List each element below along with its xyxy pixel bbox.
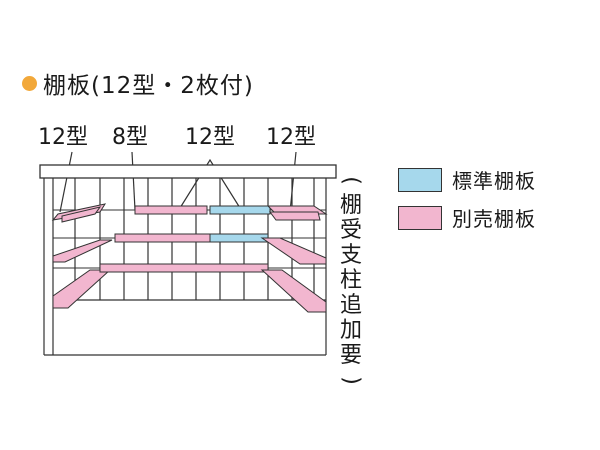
type-label-4: 12型 bbox=[266, 125, 316, 150]
section-title: 棚板(12型・2枚付) bbox=[22, 68, 254, 99]
title-text: 棚板(12型・2枚付) bbox=[43, 73, 254, 99]
shelf-optional bbox=[134, 205, 208, 215]
note-char: 柱 bbox=[339, 268, 362, 293]
shelf-optional bbox=[52, 239, 113, 263]
shelf-optional bbox=[52, 269, 112, 309]
shelf-standard bbox=[209, 233, 269, 243]
shelf-level-middle bbox=[52, 233, 327, 265]
note-char: 受 bbox=[339, 218, 362, 243]
shelf-level-top bbox=[51, 203, 328, 223]
legend-item-optional: 別売棚板 bbox=[398, 203, 536, 232]
legend-item-standard: 標準棚板 bbox=[398, 165, 536, 194]
shelf-level-bottom bbox=[52, 263, 327, 313]
shelf-optional bbox=[99, 263, 269, 273]
shelf-optional bbox=[260, 269, 327, 313]
legend-swatch-standard bbox=[398, 167, 442, 192]
title-bullet-icon bbox=[22, 75, 37, 91]
roof-eave bbox=[39, 164, 337, 179]
shelf-optional bbox=[114, 233, 211, 243]
note-char: 支 bbox=[339, 243, 362, 268]
type-label-1: 12型 bbox=[38, 125, 88, 150]
shelf-optional bbox=[61, 206, 102, 223]
legend-label-optional: 別売棚板 bbox=[452, 207, 536, 231]
note-char: ) bbox=[338, 376, 364, 385]
label-pointer-lines bbox=[59, 151, 297, 213]
shelf-standard bbox=[209, 205, 271, 215]
shelf-optional bbox=[260, 237, 327, 265]
floor-base bbox=[44, 299, 326, 356]
note-char: 要 bbox=[339, 343, 362, 368]
legend-label-standard: 標準棚板 bbox=[452, 169, 536, 193]
note-vertical: ( 棚 受 支 柱 追 加 要 ) bbox=[336, 168, 366, 393]
note-char: 棚 bbox=[339, 193, 362, 218]
legend-swatch-optional bbox=[398, 205, 442, 230]
note-char: ( bbox=[338, 176, 364, 185]
type-label-3: 12型 bbox=[185, 125, 235, 150]
note-char: 追 bbox=[339, 293, 362, 318]
type-label-2: 8型 bbox=[112, 125, 148, 150]
note-char: 加 bbox=[339, 318, 362, 343]
shelf-optional bbox=[269, 211, 321, 221]
